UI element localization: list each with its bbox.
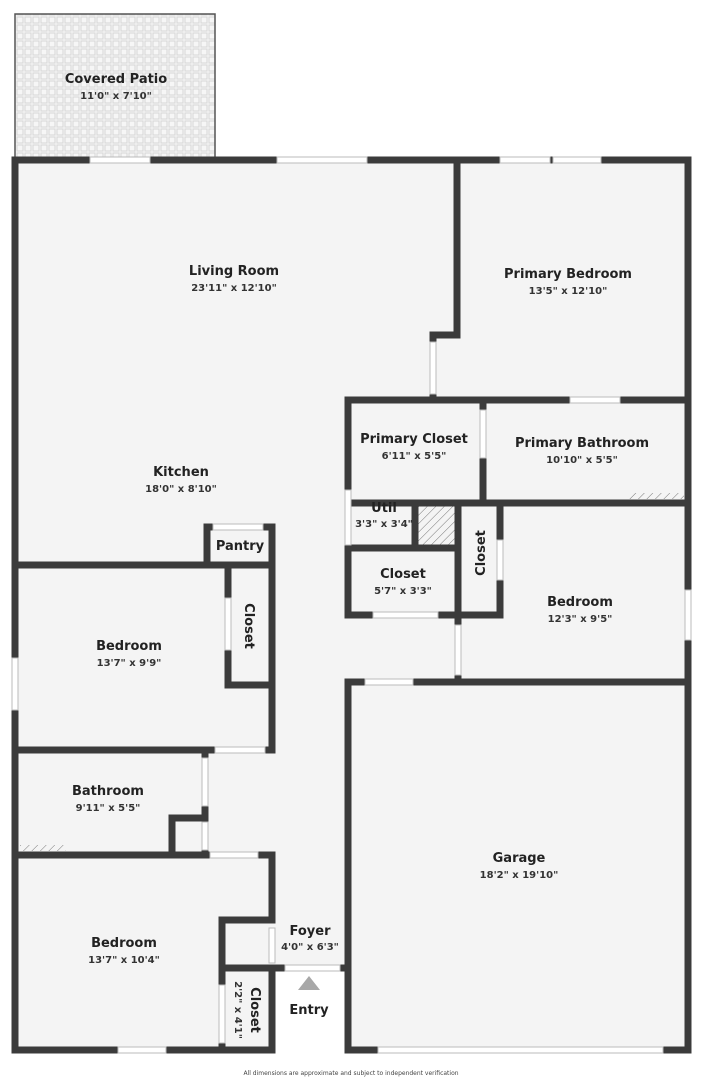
room-dims: 9'11" x 5'5" — [76, 803, 141, 814]
room-dims: 13'5" x 12'10" — [529, 286, 608, 297]
covered-patio-area — [14, 13, 216, 159]
room-name: Closet — [380, 567, 426, 582]
room-name: Foyer — [290, 924, 332, 939]
room-dims: 13'7" x 10'4" — [88, 955, 160, 966]
entry-label: Entry — [289, 1003, 329, 1018]
windows-and-doors — [11, 156, 692, 1054]
room-name: Primary Closet — [360, 432, 468, 447]
room-dims: 4'0" x 6'3" — [281, 942, 339, 953]
room-name: Closet — [247, 987, 262, 1033]
room-dims: 10'10" x 5'5" — [546, 455, 618, 466]
room-name: Kitchen — [153, 465, 209, 480]
room-name: Primary Bedroom — [504, 267, 632, 282]
room-dims: 3'3" x 3'4" — [355, 519, 413, 530]
room-name: Bedroom — [91, 936, 157, 951]
room-dims: 12'3" x 9'5" — [548, 614, 613, 625]
room-dims: 23'11" x 12'10" — [191, 283, 277, 294]
room-name: Living Room — [189, 264, 279, 279]
room-dims: 18'0" x 8'10" — [145, 484, 217, 495]
room-name: Garage — [493, 851, 546, 866]
room-dims: 18'2" x 19'10" — [480, 870, 559, 881]
disclaimer: All dimensions are approximate and subje… — [243, 1070, 458, 1077]
room-dims: 6'11" x 5'5" — [382, 451, 447, 462]
room-dims: 13'7" x 9'9" — [97, 658, 162, 669]
room-name: Bedroom — [96, 639, 162, 654]
room-name: Pantry — [216, 539, 265, 554]
room-name: Covered Patio — [65, 72, 167, 87]
hatched-chase — [418, 506, 455, 545]
entry-arrow-icon — [298, 976, 320, 990]
room-dims: 5'7" x 3'3" — [374, 586, 432, 597]
room-name: Closet — [241, 603, 256, 649]
room-name: Primary Bathroom — [515, 436, 649, 451]
room-name: Util — [371, 501, 397, 516]
room-dims: 11'0" x 7'10" — [80, 91, 152, 102]
room-name: Bathroom — [72, 784, 144, 799]
room-dims: 2'2" x 4'1" — [232, 981, 243, 1039]
room-name: Closet — [474, 530, 489, 576]
room-name: Bedroom — [547, 595, 613, 610]
